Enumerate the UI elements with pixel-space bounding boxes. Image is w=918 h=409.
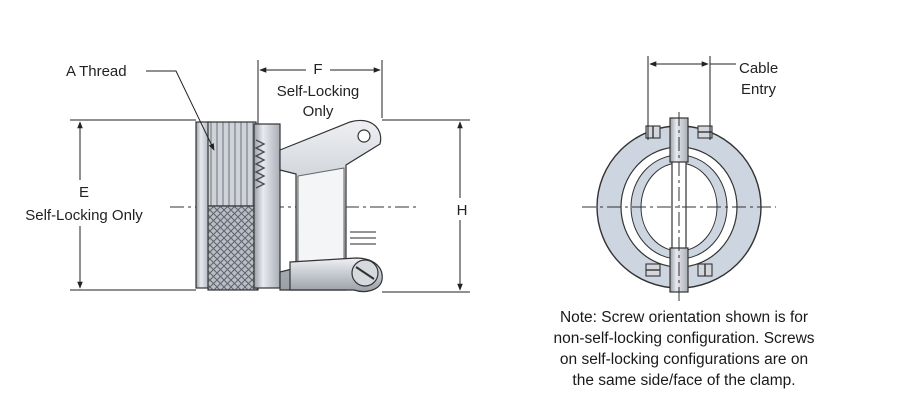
dim-e-label-bg (8, 180, 160, 226)
dim-f-sublabel-1: Self-Locking (277, 83, 360, 100)
dim-h-label: H (457, 202, 468, 219)
a-thread-leader (146, 70, 215, 151)
dim-h-label-bg (452, 198, 470, 220)
coupling-ribbed (207, 121, 257, 207)
dim-f-sublabel-2: Only (303, 103, 334, 120)
dim-f-label-bg (306, 58, 330, 78)
note-line-4: the same side/face of the clamp. (572, 372, 795, 389)
coupling-knurl (207, 205, 259, 291)
screws (645, 125, 713, 277)
note-line-1: Note: Screw orientation shown is for (560, 309, 808, 326)
dim-e-label: E (79, 184, 89, 201)
clamp-marks (350, 231, 376, 245)
lug-hole (357, 129, 371, 143)
clamp-window (297, 167, 345, 263)
nut-shoulder (253, 123, 281, 289)
locking-teeth (254, 139, 266, 189)
cable-entry-label-2: Entry (741, 81, 777, 98)
side-view: E Self-Locking Only A Thread F Self-Lock… (8, 58, 470, 293)
note-line-3: on self-locking configurations are on (560, 351, 808, 368)
dim-e-sublabel: Self-Locking Only (25, 207, 143, 224)
note-line-2: non-self-locking configuration. Screws (553, 330, 814, 347)
dim-f-label: F (313, 61, 322, 78)
end-view: Cable Entry Note: Screw orientation show… (553, 56, 815, 389)
screw-slot (355, 266, 375, 280)
a-thread-label: A Thread (66, 63, 127, 80)
cable-entry-label-1: Cable (739, 60, 778, 77)
